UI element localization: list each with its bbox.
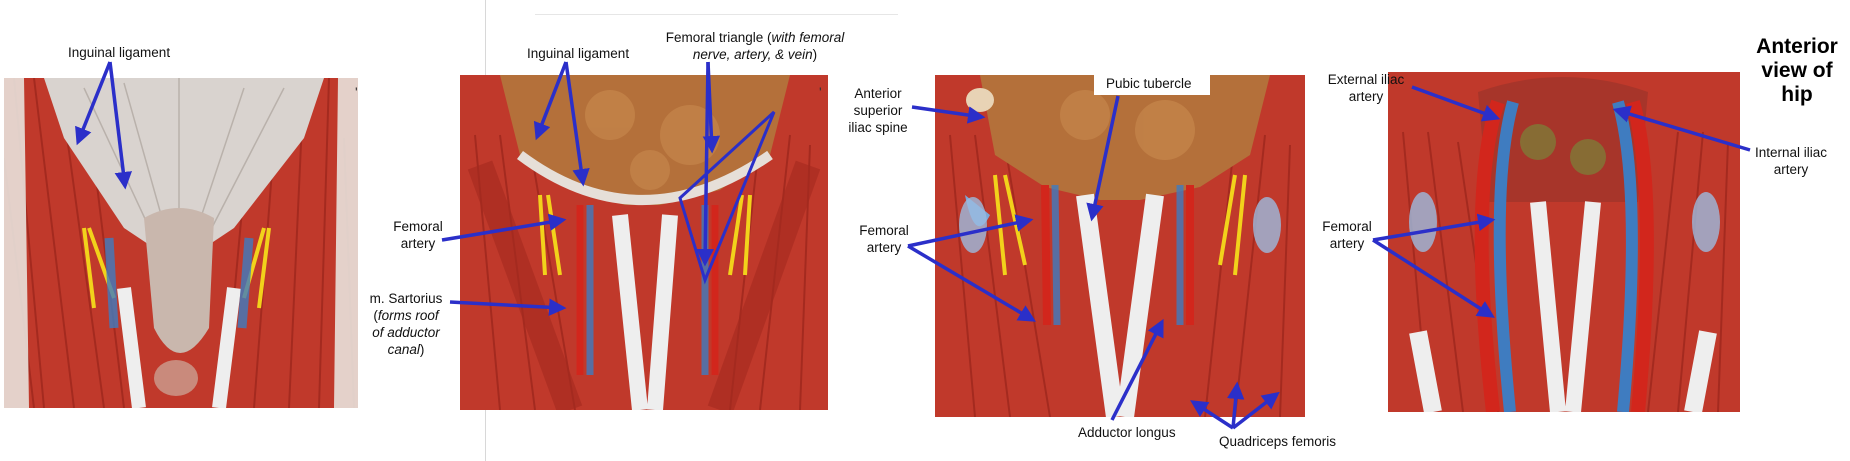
label-femoral-triangle: Femoral triangle (with femoral nerve, ar… bbox=[665, 30, 845, 62]
label-pubic-tubercle: Pubic tubercle bbox=[1106, 76, 1192, 91]
anatomy-image-3 bbox=[935, 75, 1305, 417]
top-rule bbox=[535, 14, 898, 15]
label-inguinal-ligament-2: Inguinal ligament bbox=[527, 46, 630, 61]
stray-mark-1: ' bbox=[355, 84, 358, 100]
label-external-iliac: External iliac artery bbox=[1327, 72, 1405, 104]
label-inguinal-ligament-1: Inguinal ligament bbox=[68, 45, 171, 60]
anatomy-image-4 bbox=[1388, 72, 1740, 412]
label-quadriceps-femoris: Quadriceps femoris bbox=[1219, 434, 1337, 449]
stray-mark-2: ' bbox=[819, 84, 822, 100]
anatomy-image-1 bbox=[4, 78, 358, 408]
label-adductor-longus: Adductor longus bbox=[1078, 425, 1176, 440]
anatomy-image-2 bbox=[460, 75, 828, 410]
label-femoral-artery-3: Femoral artery bbox=[859, 223, 909, 255]
label-sartorius: m. Sartorius (forms roof of adductor can… bbox=[369, 291, 443, 357]
pubic-label-box bbox=[1094, 73, 1210, 95]
label-femoral-artery-2: Femoral artery bbox=[393, 219, 443, 251]
page-title: Anterior view of hip bbox=[1756, 35, 1838, 106]
label-internal-iliac: Internal iliac artery bbox=[1754, 145, 1828, 177]
label-asis: Anterior superior iliac spine bbox=[848, 86, 908, 135]
label-femoral-artery-4: Femoral artery bbox=[1322, 219, 1372, 251]
